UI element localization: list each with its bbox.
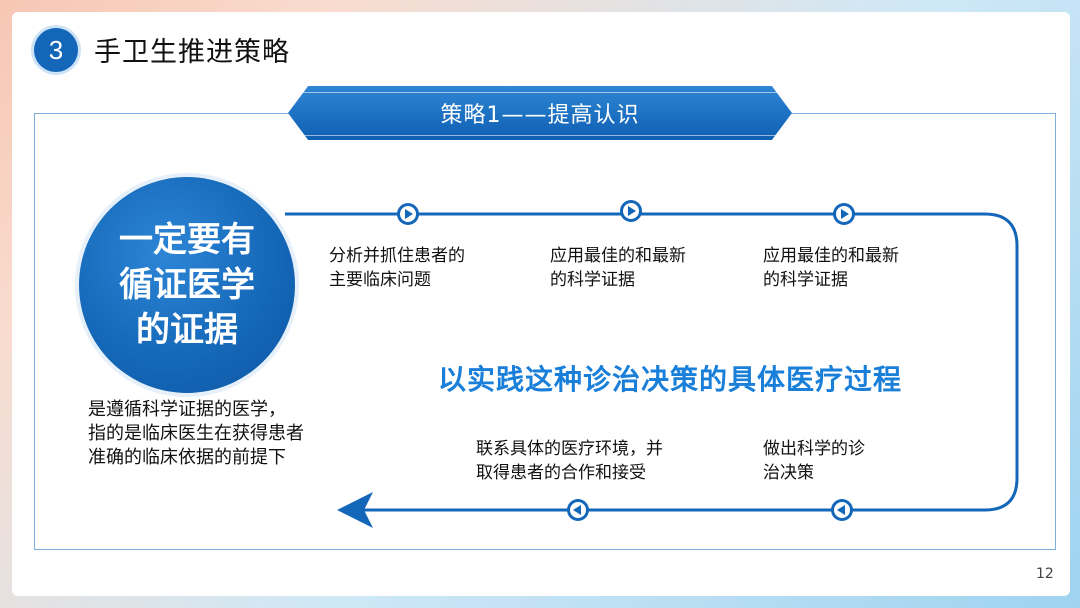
flow-line bbox=[285, 212, 1019, 528]
center-statement: 以实践这种诊治决策的具体医疗过程 bbox=[438, 363, 903, 396]
definition-line: 是遵循科学证据的医学， bbox=[88, 399, 286, 420]
step-line: 的科学证据 bbox=[550, 270, 635, 290]
step-line: 应用最佳的和最新 bbox=[550, 246, 686, 266]
evidence-circle: 一定要有 循证医学 的证据 bbox=[79, 177, 295, 393]
strategy-banner: 策略1——提高认识 bbox=[288, 86, 792, 140]
section-number-badge: 3 bbox=[34, 28, 78, 72]
section-number: 3 bbox=[48, 34, 64, 65]
play-left-icon bbox=[831, 499, 853, 521]
play-left-icon bbox=[567, 499, 589, 521]
play-right-icon bbox=[833, 203, 855, 225]
step-line: 主要临床问题 bbox=[329, 270, 431, 290]
slide-title: 手卫生推进策略 bbox=[94, 37, 290, 68]
step-line: 的科学证据 bbox=[763, 270, 848, 290]
circle-line: 的证据 bbox=[136, 309, 238, 350]
step-bottom-2: 做出科学的诊 治决策 bbox=[763, 437, 865, 485]
evidence-circle-text: 一定要有 循证医学 的证据 bbox=[107, 218, 267, 353]
step-bottom-1: 联系具体的医疗环境，并 取得患者的合作和接受 bbox=[476, 437, 663, 485]
step-line: 取得患者的合作和接受 bbox=[476, 463, 646, 483]
circle-line: 循证医学 bbox=[119, 264, 255, 305]
step-top-2: 应用最佳的和最新 的科学证据 bbox=[550, 244, 686, 292]
step-top-1: 分析并抓住患者的 主要临床问题 bbox=[329, 244, 465, 292]
page-number: 12 bbox=[1036, 566, 1054, 582]
definition-line: 准确的临床依据的前提下 bbox=[88, 447, 286, 468]
play-right-icon bbox=[620, 200, 642, 222]
step-line: 做出科学的诊 bbox=[763, 439, 865, 459]
step-line: 应用最佳的和最新 bbox=[763, 246, 899, 266]
circle-line: 一定要有 bbox=[119, 219, 255, 260]
play-right-icon bbox=[397, 203, 419, 225]
definition-line: 指的是临床医生在获得患者 bbox=[88, 423, 304, 444]
strategy-banner-label: 策略1——提高认识 bbox=[440, 103, 640, 128]
step-line: 分析并抓住患者的 bbox=[329, 246, 465, 266]
step-top-3: 应用最佳的和最新 的科学证据 bbox=[763, 244, 899, 292]
definition-text: 是遵循科学证据的医学， 指的是临床医生在获得患者 准确的临床依据的前提下 bbox=[88, 398, 348, 470]
banner-inner-lines bbox=[300, 92, 780, 136]
step-line: 联系具体的医疗环境，并 bbox=[476, 439, 663, 459]
step-line: 治决策 bbox=[763, 463, 814, 483]
